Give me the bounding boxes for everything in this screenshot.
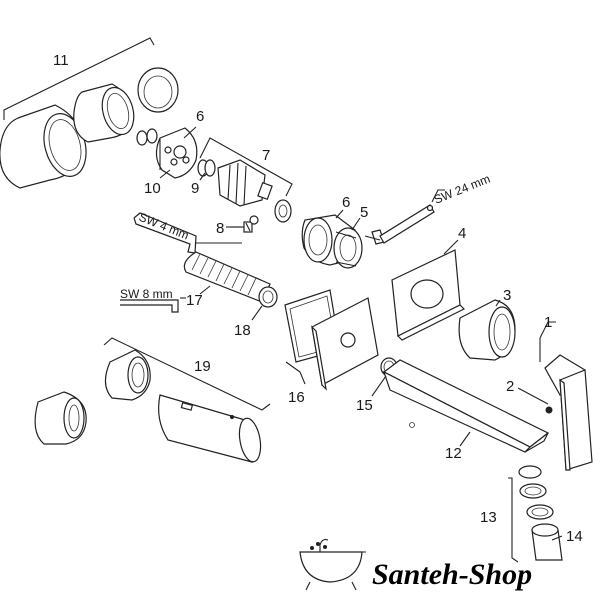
label-part-4: 4 — [458, 225, 466, 242]
label-part-10: 10 — [144, 180, 161, 197]
part-7-thermostat — [197, 137, 293, 223]
part-11-sleeves — [0, 37, 179, 189]
label-part-14: 14 — [566, 528, 583, 545]
part-10-cartridge — [136, 127, 198, 179]
tool-sw4-allen-key — [133, 212, 242, 254]
label-part-1: 1 — [544, 314, 552, 331]
label-part-11: 11 — [53, 52, 69, 69]
label-part-2: 2 — [506, 378, 514, 395]
leader-lines — [159, 126, 563, 541]
part-labels: 11 6 10 9 7 8 6 5 4 3 1 2 17 18 16 15 12… — [53, 52, 583, 545]
part-5-6-nut — [301, 214, 363, 269]
part-19-extension-set — [34, 337, 271, 463]
label-tool-sw24: SW 24 mm — [432, 172, 492, 207]
part-1-2-lever — [539, 321, 593, 471]
label-part-18: 18 — [234, 322, 251, 339]
tool-sw8-allen-key — [120, 297, 186, 313]
part-12-spout — [382, 359, 550, 453]
part-16-plate-gasket — [284, 289, 379, 391]
part-17-extension — [183, 251, 278, 308]
label-part-7: 7 — [262, 147, 270, 164]
label-part-6-top: 6 — [196, 108, 204, 125]
label-part-6-right: 6 — [342, 194, 350, 211]
label-part-9: 9 — [191, 180, 199, 197]
part-3-sleeve — [458, 299, 516, 361]
logo-text: Santeh-Shop — [372, 558, 532, 591]
part-4-cover-plate — [391, 249, 466, 341]
santeh-shop-logo: Santeh-Shop — [299, 539, 532, 591]
part-13-14-aerator — [508, 465, 563, 563]
label-tool-sw8: SW 8 mm — [120, 287, 173, 301]
label-part-17: 17 — [186, 292, 203, 309]
label-part-3: 3 — [503, 287, 511, 304]
label-part-13: 13 — [480, 509, 497, 526]
label-part-5: 5 — [360, 204, 368, 221]
label-part-16: 16 — [288, 389, 305, 406]
label-part-8: 8 — [216, 220, 224, 237]
label-part-19: 19 — [194, 358, 211, 375]
label-part-15: 15 — [356, 397, 373, 414]
label-part-12: 12 — [445, 445, 462, 462]
tool-sw24-wrench — [364, 189, 445, 245]
part-8-screw — [230, 215, 259, 233]
